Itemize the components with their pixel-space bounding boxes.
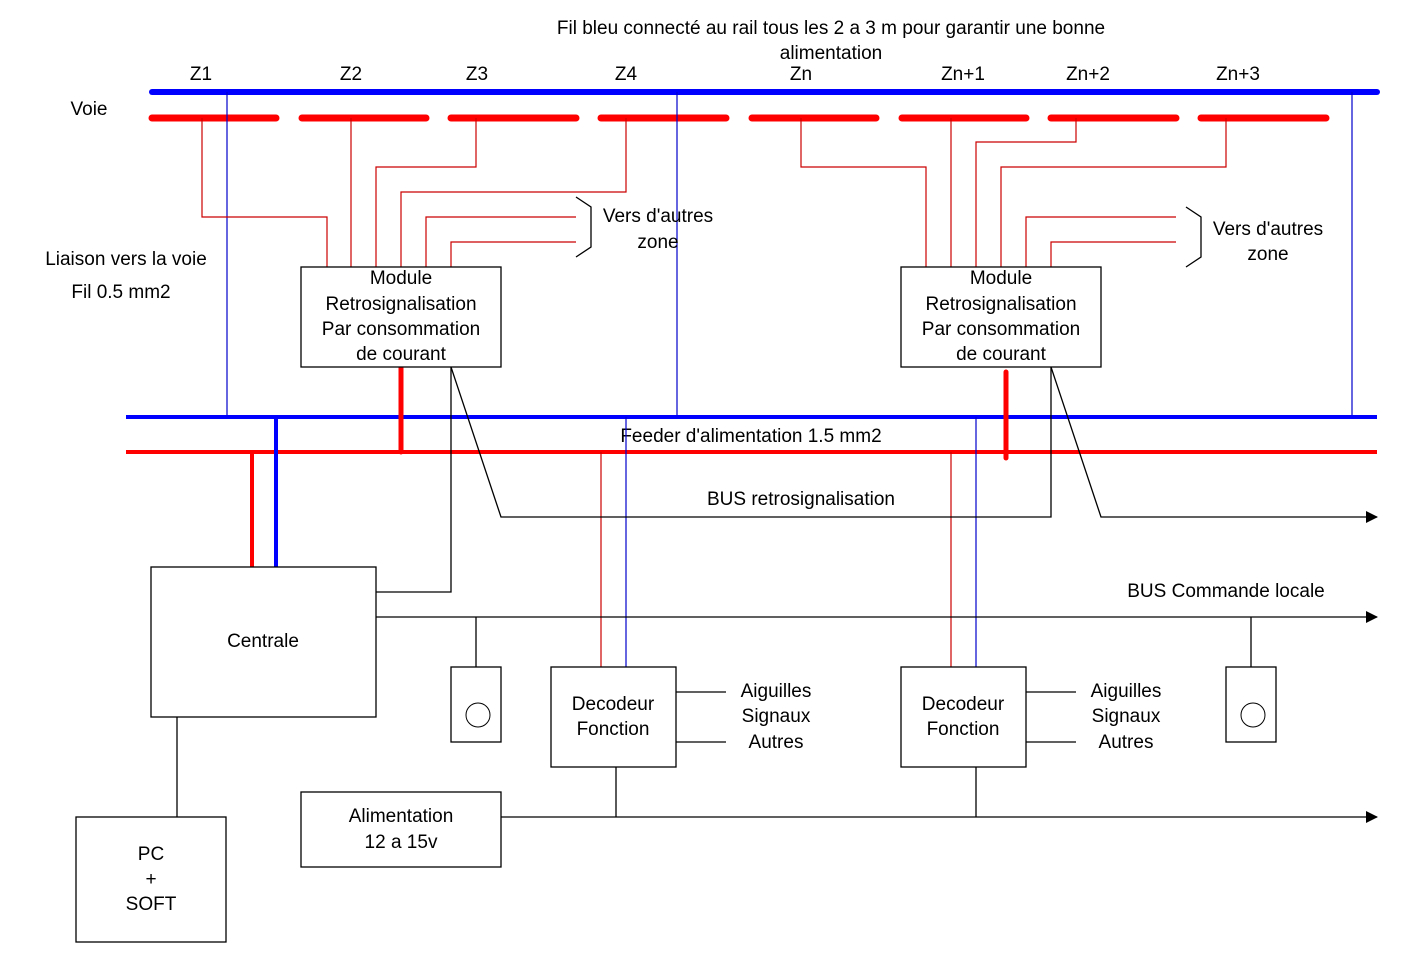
zone-wire-other-2 [450, 241, 576, 267]
zone-wire-z4 [400, 118, 627, 267]
decoder-1-output-1: Aiguilles [741, 681, 812, 702]
other-zones-label-2-line-2: zone [1247, 244, 1288, 265]
module-1-line-4: de courant [356, 344, 447, 365]
other-zones-label-1-line-1: Vers d'autres [603, 206, 713, 227]
zone-wire-other-1 [1025, 216, 1176, 267]
zone-label-z3: Z3 [466, 64, 488, 85]
pc-line-1: PC [138, 844, 164, 865]
module-box-1[interactable]: Module Retrosignalisation Par consommati… [300, 266, 502, 368]
bus-local-label: BUS Commande locale [1127, 581, 1324, 602]
zone-wires-module-1 [201, 118, 627, 267]
throttle-2[interactable] [1225, 666, 1277, 743]
centrale-box[interactable]: Centrale [150, 566, 377, 718]
other-zones-label-2-line-1: Vers d'autres [1213, 219, 1323, 240]
title-line-2: alimentation [780, 43, 882, 64]
brace-icon [1185, 206, 1202, 268]
wiring-note-line-2: Fil 0.5 mm2 [71, 282, 170, 303]
zone-wire-zn3 [1000, 118, 1227, 267]
zone-label-zn2: Zn+2 [1066, 64, 1110, 85]
power-supply-line-1: Alimentation [349, 806, 454, 827]
zone-label-zn1: Zn+1 [941, 64, 985, 85]
track-label: Voie [71, 99, 108, 120]
decoder-1-output-2: Signaux [742, 706, 811, 727]
module-1-line-2: Retrosignalisation [325, 294, 476, 315]
decoder-1-line-1: Decodeur [572, 694, 655, 715]
decoder-2-line-2: Fonction [927, 719, 1000, 740]
decoder-2-line-1: Decodeur [922, 694, 1005, 715]
decoder-1-output-3: Autres [749, 732, 804, 753]
wiring-note-line-1: Liaison vers la voie [45, 249, 207, 270]
pc-line-2: + [145, 869, 156, 890]
centrale-label: Centrale [227, 631, 299, 652]
power-supply-line-2: 12 a 15v [365, 832, 438, 853]
module-2-line-4: de courant [956, 344, 1047, 365]
bus-retro-arrow [1050, 366, 1378, 523]
module-2-line-1: Module [970, 268, 1032, 289]
knob-icon [1240, 702, 1266, 728]
pc-box[interactable]: PC + SOFT [75, 816, 227, 943]
zone-wire-other-1 [425, 216, 576, 267]
blue-droppers [226, 92, 1353, 417]
zone-wire-z3 [375, 118, 477, 267]
zone-label-zn3: Zn+3 [1216, 64, 1260, 85]
other-zones-label-1-line-2: zone [637, 232, 678, 253]
zone-label-z1: Z1 [190, 64, 212, 85]
zone-label-z2: Z2 [340, 64, 362, 85]
decoder-2-output-2: Signaux [1092, 706, 1161, 727]
title-line-1: Fil bleu connecté au rail tous les 2 a 3… [557, 18, 1105, 39]
feeder-label: Feeder d'alimentation 1.5 mm2 [620, 426, 881, 447]
decoder-2-output-3: Autres [1099, 732, 1154, 753]
zone-label-zn: Zn [790, 64, 812, 85]
module-1-line-3: Par consommation [322, 319, 480, 340]
zone-wires-module-2 [800, 118, 1227, 267]
zone-wire-z1 [201, 118, 328, 267]
decoder-1-line-2: Fonction [577, 719, 650, 740]
bus-retro-centrale-link [376, 367, 452, 593]
module-2-line-2: Retrosignalisation [925, 294, 1076, 315]
knob-icon [465, 702, 491, 728]
zone-wire-zn [800, 118, 927, 267]
module-2-line-3: Par consommation [922, 319, 1080, 340]
decoder-box-1[interactable]: Decodeur Fonction [550, 666, 677, 768]
bus-retro-label: BUS retrosignalisation [707, 489, 895, 510]
zone-wire-zn2 [975, 118, 1077, 267]
power-supply-box[interactable]: Alimentation 12 a 15v [300, 791, 502, 868]
decoder-box-2[interactable]: Decodeur Fonction [900, 666, 1027, 768]
zone-wire-other-2 [1050, 241, 1176, 267]
module-box-2[interactable]: Module Retrosignalisation Par consommati… [900, 266, 1102, 368]
zone-label-z4: Z4 [615, 64, 638, 85]
pc-line-3: SOFT [126, 894, 177, 915]
module-1-line-1: Module [370, 268, 432, 289]
decoder-2-output-1: Aiguilles [1091, 681, 1162, 702]
throttle-1[interactable] [450, 666, 502, 743]
brace-icon [575, 196, 592, 258]
bus-retro-line [450, 366, 1052, 518]
